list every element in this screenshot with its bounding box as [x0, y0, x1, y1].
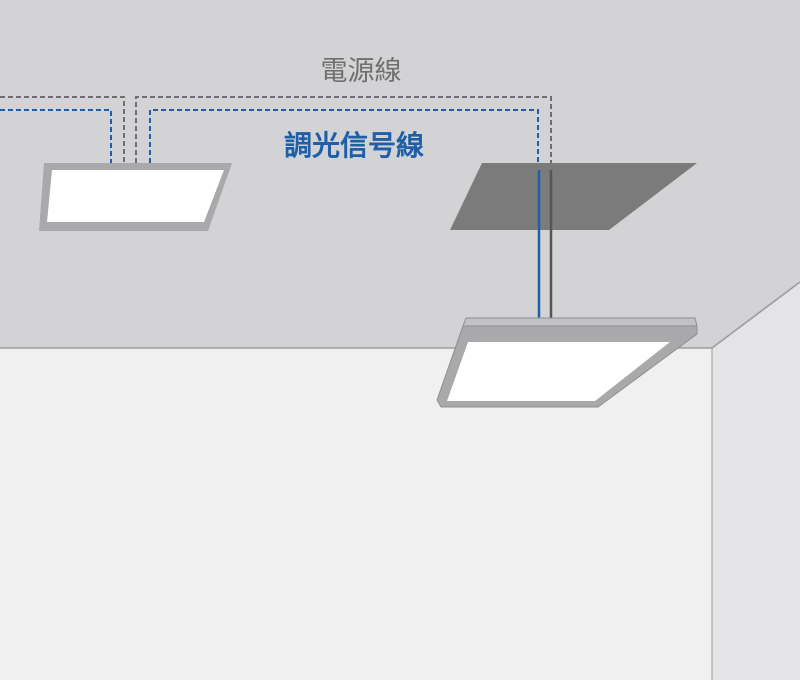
dimming-signal-line-wiring: [0, 109, 539, 170]
ceiling-opening: [450, 163, 697, 230]
power-line-label: 電源線: [321, 56, 402, 87]
recessed-fixture-panel: [47, 170, 224, 222]
suspended-fixture-top: [462, 317, 698, 327]
side-wall: [712, 282, 800, 680]
ceiling-side-edge: [711, 281, 800, 349]
power-line-wiring: [0, 96, 552, 170]
dimming-signal-line-label: 調光信号線: [284, 129, 424, 162]
power-line-segment-left: [0, 96, 125, 163]
suspended-fixture-panel: [447, 342, 670, 401]
dimming-line-segment-right: [149, 109, 539, 170]
suspended-light-fixture: [436, 317, 698, 408]
power-line-segment-right: [135, 96, 552, 170]
dimming-line-segment-left: [0, 109, 112, 163]
recessed-light-fixture: [39, 163, 232, 231]
